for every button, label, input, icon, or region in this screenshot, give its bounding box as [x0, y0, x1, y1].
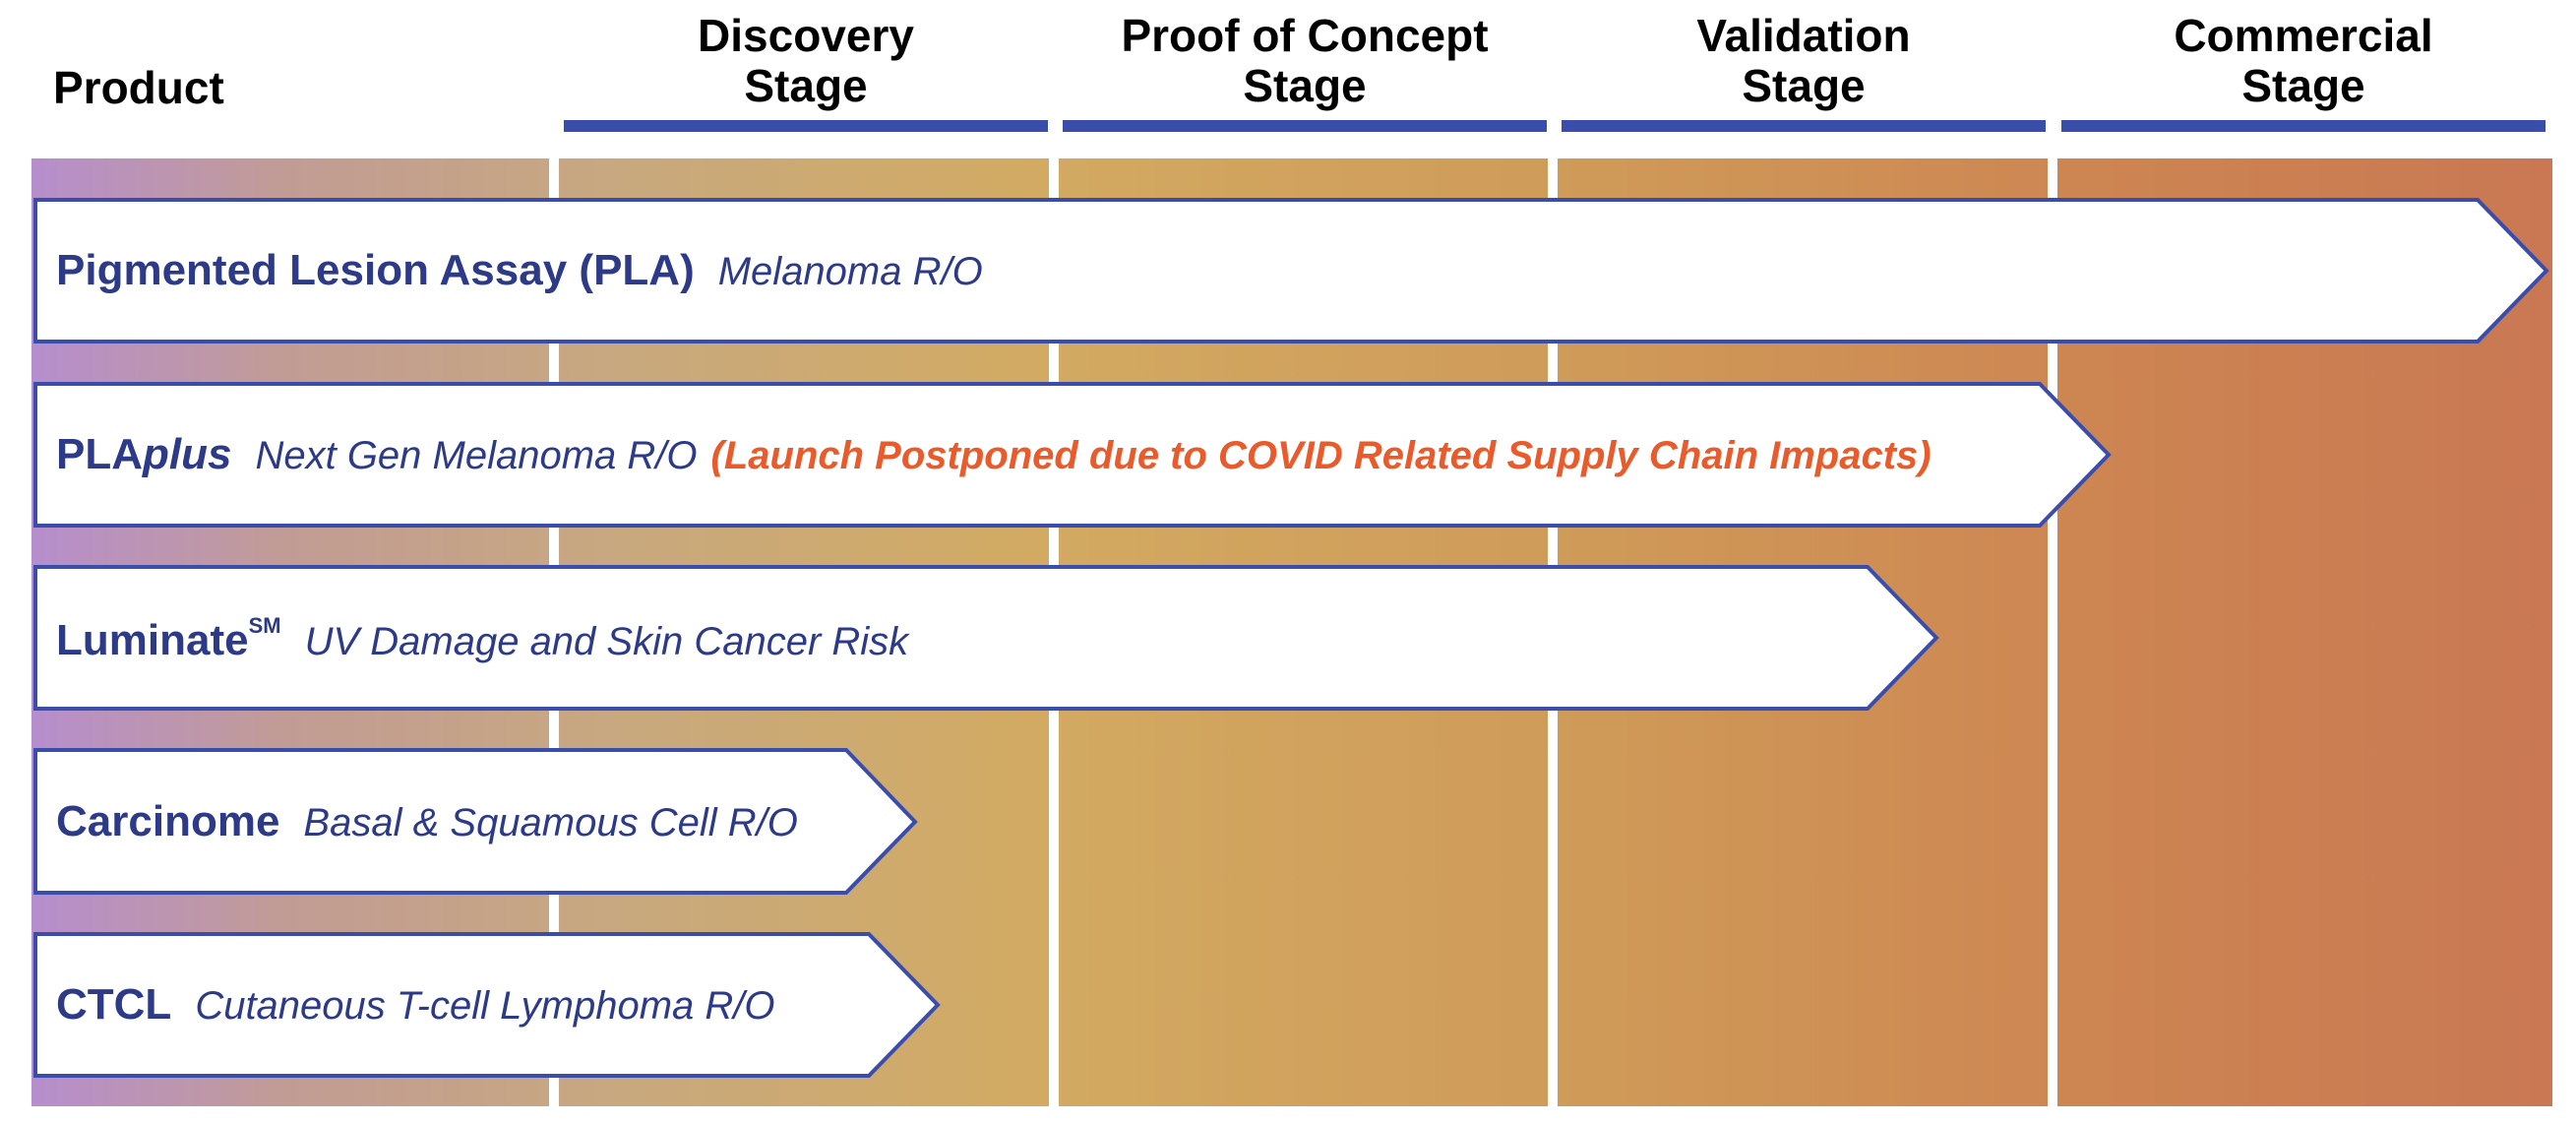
stage-header-discovery: Discovery Stage	[564, 11, 1048, 111]
column-separator	[2048, 158, 2057, 1106]
stage-header-validation: Validation Stage	[1562, 11, 2046, 111]
product-name: Carcinome	[56, 797, 280, 845]
product-row-luminate: LuminateSM UV Damage and Skin Cancer Risk	[56, 613, 908, 665]
launch-postponed-note: (Launch Postponed due to COVID Related S…	[710, 434, 1932, 477]
product-name-main: PLA	[56, 430, 143, 478]
stage-header-line1: Commercial	[2174, 10, 2433, 61]
product-name-italic: plus	[143, 430, 232, 478]
product-row-carcinome: Carcinome Basal & Squamous Cell R/O	[56, 797, 798, 846]
arrow-plaplus	[33, 382, 2112, 528]
product-row-ctcl: CTCL Cutaneous T-cell Lymphoma R/O	[56, 980, 775, 1030]
stage-header-line1: Discovery	[698, 10, 914, 61]
stage-header-line1: Proof of Concept	[1121, 10, 1489, 61]
arrow-luminate	[33, 565, 1939, 711]
product-description: Basal & Squamous Cell R/O	[303, 801, 798, 844]
product-description: Cutaneous T-cell Lymphoma R/O	[195, 984, 775, 1028]
service-mark: SM	[248, 613, 281, 638]
product-row-plaplus: PLAplus Next Gen Melanoma R/O (Launch Post…	[56, 430, 1932, 479]
product-name: LuminateSM	[56, 613, 281, 664]
stage-underline-discovery	[564, 120, 1048, 132]
stage-header-proof-of-concept: Proof of Concept Stage	[1063, 11, 1547, 111]
stage-header-line2: Stage	[1742, 60, 1866, 111]
product-description: Melanoma R/O	[717, 250, 983, 293]
stage-header-line2: Stage	[744, 60, 868, 111]
product-name: PLAplus	[56, 430, 231, 478]
product-column-header: Product	[53, 62, 224, 113]
product-row-pla: Pigmented Lesion Assay (PLA) Melanoma R/O	[56, 246, 983, 295]
product-name: CTCL	[56, 980, 172, 1029]
stage-header-line1: Validation	[1696, 10, 1911, 61]
stage-header-commercial: Commercial Stage	[2061, 11, 2545, 111]
stage-header-line2: Stage	[1243, 60, 1367, 111]
stage-underline-validation	[1562, 120, 2046, 132]
product-description: Next Gen Melanoma R/O	[255, 434, 698, 477]
product-description: UV Damage and Skin Cancer Risk	[304, 620, 909, 663]
arrow-pla	[33, 198, 2549, 343]
arrow-ctcl	[33, 932, 941, 1078]
stage-underline-proof-of-concept	[1063, 120, 1547, 132]
product-name: Pigmented Lesion Assay (PLA)	[56, 246, 695, 294]
product-name-main: Luminate	[56, 616, 249, 664]
stage-underline-commercial	[2061, 120, 2545, 132]
stage-header-line2: Stage	[2241, 60, 2365, 111]
arrow-carcinome	[33, 748, 918, 895]
